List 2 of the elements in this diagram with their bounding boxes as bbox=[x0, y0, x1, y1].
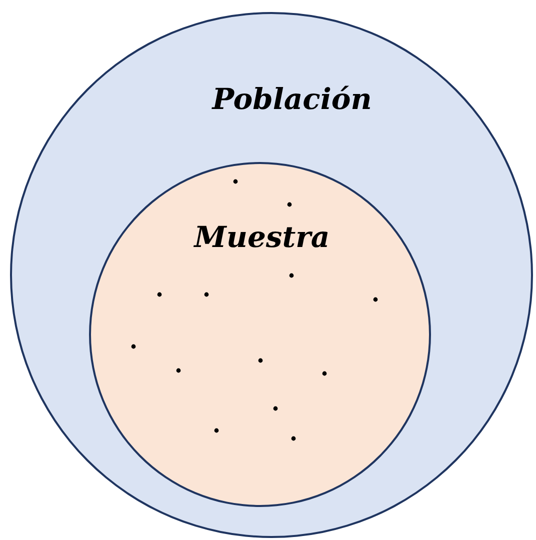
sample-label: Muestra bbox=[194, 220, 330, 254]
population-label: Población bbox=[212, 82, 372, 116]
